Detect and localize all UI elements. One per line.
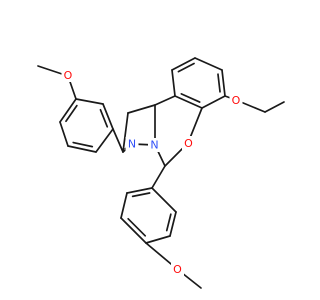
bond-line <box>201 95 226 109</box>
bond-line <box>151 165 166 189</box>
bond-line <box>169 211 177 237</box>
atom-label-o: O <box>64 69 73 82</box>
double-bond-inner-line <box>72 141 94 148</box>
atom-label-n: N <box>150 139 158 152</box>
double-bond-inner-line <box>65 104 78 123</box>
bond-line <box>122 112 129 153</box>
bond-line <box>174 95 203 109</box>
double-bond-inner-line <box>165 213 172 232</box>
atom-o-ethoxy: O <box>229 93 243 107</box>
bond-line <box>126 187 153 194</box>
bond-line <box>75 98 104 105</box>
atom-label-layer: O O O N N O <box>61 68 243 276</box>
bond-line <box>67 145 97 153</box>
bond-line <box>154 95 176 106</box>
bond-line <box>194 57 223 71</box>
bond-line <box>151 187 177 213</box>
molecule-canvas: O O O N N O <box>37 57 285 289</box>
bond-line <box>112 128 124 153</box>
atom-label-o: O <box>232 94 241 107</box>
bond-layer <box>37 57 285 289</box>
atom-label-o: O <box>173 263 182 276</box>
atom-o-methoxy-bottom: O <box>171 262 184 276</box>
double-bond-inner-line <box>127 217 147 237</box>
structure-diagram: O O O N N O <box>37 57 285 289</box>
bond-line <box>120 217 147 244</box>
bond-line <box>120 192 128 219</box>
atom-label-o: O <box>184 137 193 150</box>
bond-line <box>59 121 69 147</box>
bond-line <box>127 104 156 114</box>
atom-o-ring: O <box>182 136 195 150</box>
atom-o-methoxy-top: O <box>61 68 75 82</box>
bond-line <box>264 101 285 113</box>
atom-label-n: N <box>128 138 136 151</box>
bond-line <box>145 235 171 244</box>
bond-line <box>171 57 196 71</box>
bond-line <box>95 128 114 153</box>
double-bond-inner-line <box>180 93 201 103</box>
bond-line <box>102 103 114 130</box>
bond-line <box>221 69 226 97</box>
atom-n-pyrazole-2: N <box>148 138 161 152</box>
atom-n-pyrazole-1: N <box>125 137 139 151</box>
bond-line <box>59 98 77 123</box>
bond-line <box>171 69 176 97</box>
double-bond-inner-line <box>217 73 221 93</box>
double-bond-inner-line <box>177 62 195 73</box>
double-bond-inner-line <box>131 192 151 198</box>
double-bond-inner-line <box>99 108 109 128</box>
